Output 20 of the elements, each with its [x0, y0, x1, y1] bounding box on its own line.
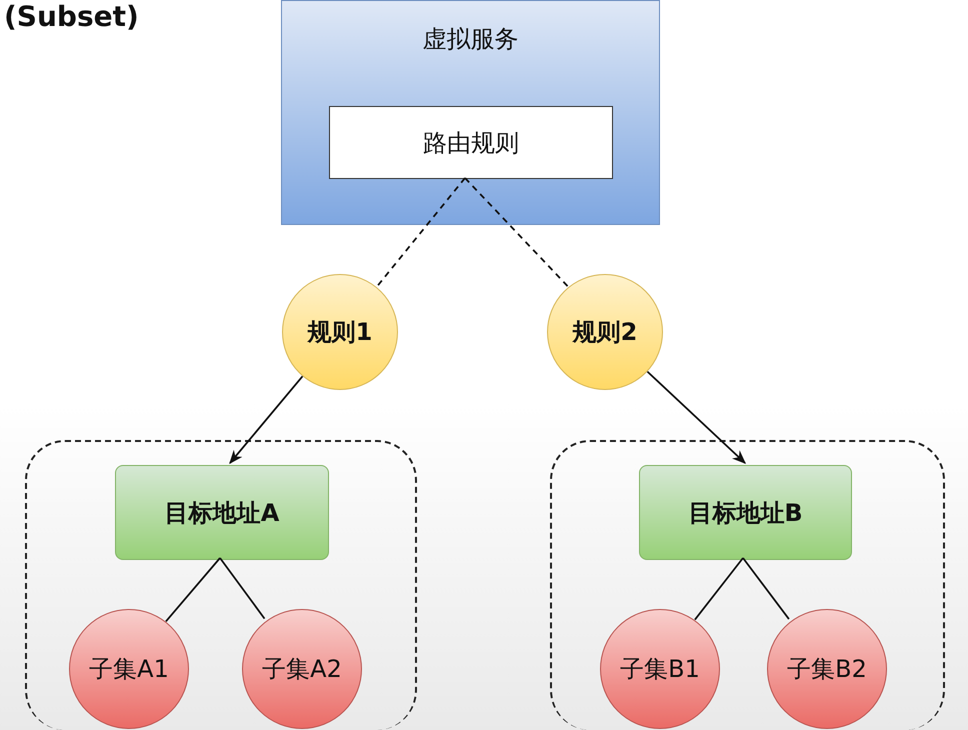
- arrow: [229, 376, 304, 464]
- connector-line: [742, 557, 790, 620]
- arrow: [646, 370, 746, 464]
- target-box: 目标地址B: [639, 465, 852, 560]
- subset-circle: 子集A1: [69, 609, 189, 729]
- dashed-frame: [550, 440, 945, 730]
- subset-circle: 子集B1: [600, 609, 720, 729]
- connector-line: [165, 557, 221, 622]
- rule-circle: 规则2: [547, 274, 663, 390]
- connector-line: [219, 557, 266, 620]
- subset-circle: 子集B2: [767, 609, 887, 729]
- connector-line: [694, 557, 744, 620]
- subset-circle: 子集A2: [242, 609, 362, 729]
- service-box: 虚拟服务 路由规则: [281, 0, 660, 225]
- dashed-connector: [376, 177, 466, 288]
- diagram-title: (Subset): [4, 0, 139, 33]
- target-box: 目标地址A: [115, 465, 329, 560]
- dashed-connector: [464, 177, 570, 288]
- dashed-frame: [25, 440, 417, 730]
- rule-circle: 规则1: [282, 274, 398, 390]
